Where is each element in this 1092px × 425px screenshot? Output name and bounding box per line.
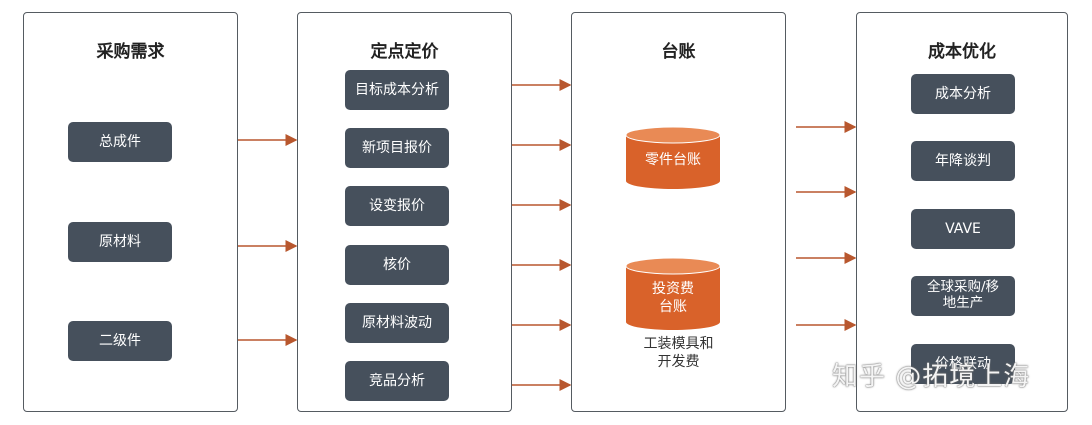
cylinder-shape [625,257,721,330]
panel-optimize-title: 成本优化 [928,42,996,62]
chip-target-cost-analysis: 目标成本分析 [345,70,449,110]
cylinder-label: 投资费 台账 [652,281,694,315]
chip-change-quote: 设变报价 [345,186,449,226]
chip-assembly: 总成件 [68,122,172,162]
chip-material-fluctuation: 原材料波动 [345,303,449,343]
panel-optimize: 成本优化 成本分析 年降谈判 VAVE 全球采购/移 地生产 价格联动 [856,12,1068,412]
panel-ledger: 台账 零件台账 投资费 台账 工装模具和 开发费 [571,12,786,412]
panel-ledger-title: 台账 [661,42,696,62]
panel-pricing-title: 定点定价 [370,42,439,62]
chip-price-verification: 核价 [345,245,449,285]
watermark: 知乎 @拓境上海 [832,362,1031,392]
tooling-note: 工装模具和 开发费 [643,336,714,371]
chip-cost-analysis: 成本分析 [911,74,1015,114]
cylinder-investment-ledger: 投资费 台账 [625,257,721,331]
chip-annual-reduction: 年降谈判 [911,141,1015,181]
cylinder-shape [625,126,721,189]
cylinder-label: 零件台账 [645,152,701,168]
chip-vave: VAVE [911,209,1015,249]
cylinder-parts-ledger: 零件台账 [625,126,721,190]
chip-secondary-part: 二级件 [68,321,172,361]
chip-new-project-quote: 新项目报价 [345,128,449,168]
chip-price-linkage: 价格联动 [911,344,1015,384]
chip-raw-material: 原材料 [68,222,172,262]
panel-pricing: 定点定价 目标成本分析 新项目报价 设变报价 核价 原材料波动 竞品分析 [297,12,512,412]
chip-global-sourcing: 全球采购/移 地生产 [911,276,1015,316]
panel-demand-title: 采购需求 [96,42,165,62]
panel-demand: 采购需求 总成件 原材料 二级件 [23,12,238,412]
chip-competitor-analysis: 竞品分析 [345,361,449,401]
